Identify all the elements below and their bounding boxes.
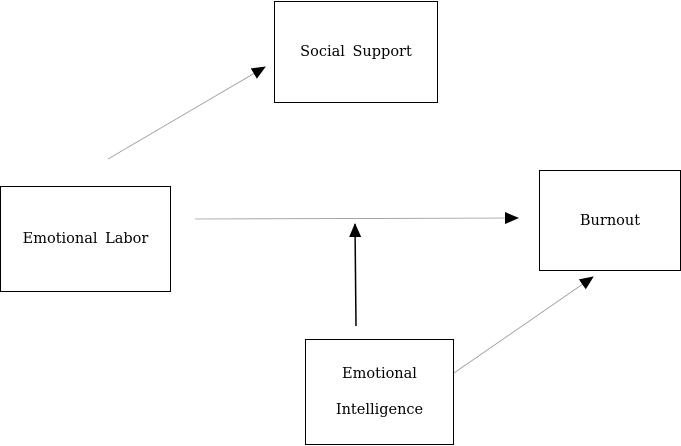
node-emotional-labor: Emotional Labor <box>0 186 171 292</box>
arrow-labor-to-support <box>107 66 266 160</box>
node-social-support: Social Support <box>274 1 438 103</box>
arrow-ei-to-labor-burnout <box>349 223 362 327</box>
node-label: Emotional Labor <box>22 231 149 247</box>
node-label: Burnout <box>579 212 641 229</box>
node-burnout: Burnout <box>539 170 681 271</box>
arrow-labor-to-burnout <box>194 212 519 225</box>
arrow-ei-to-burnout <box>453 276 594 374</box>
node-label-line1: Emotional <box>342 366 417 382</box>
node-label: Social Support <box>300 44 412 60</box>
node-label-line2: Intelligence <box>335 402 424 418</box>
node-emotional-intelligence: Emotional Intelligence <box>305 339 454 445</box>
